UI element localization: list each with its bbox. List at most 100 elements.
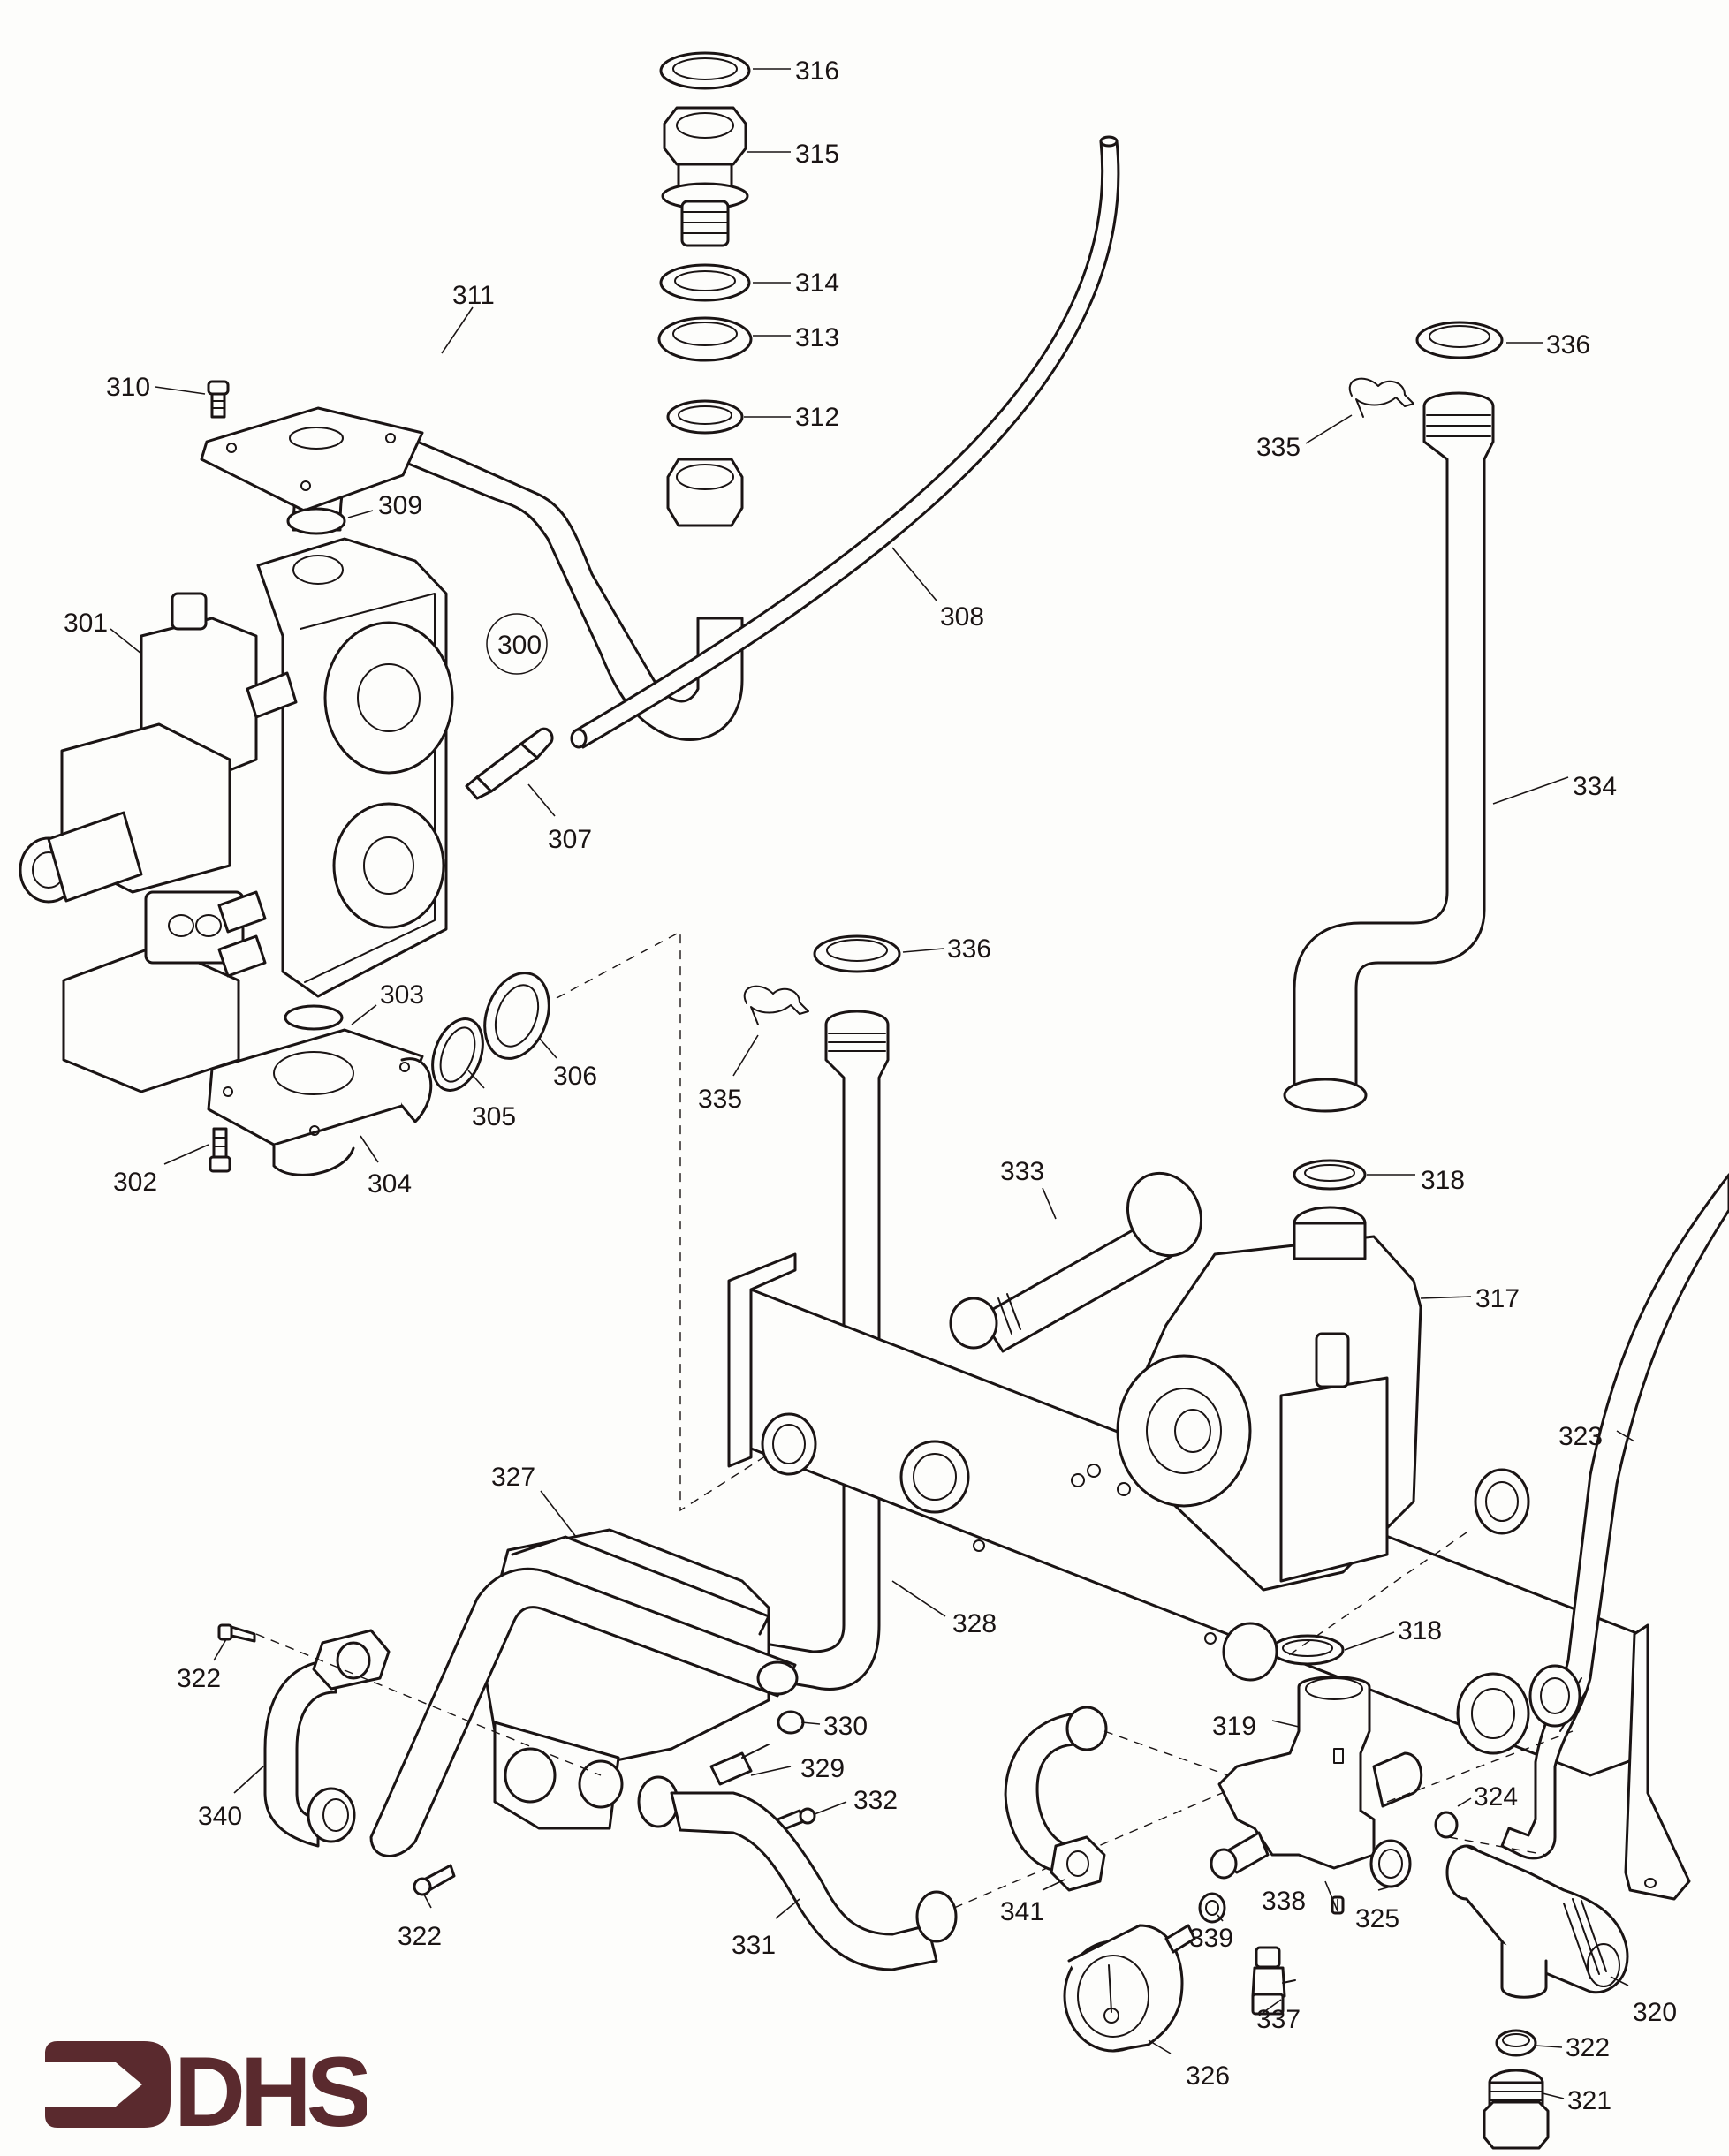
part-314-washer: [659, 263, 751, 302]
label-322a: 322: [177, 1664, 221, 1693]
part-334-flow-pipe: [1283, 391, 1495, 1113]
label-322b: 322: [398, 1922, 442, 1951]
part-337-drain-valve: [1251, 1946, 1296, 2016]
part-322b-screw: [413, 1864, 456, 1896]
assembly-line: [1103, 1730, 1229, 1776]
label-314: 314: [795, 269, 839, 298]
label-335a: 335: [698, 1085, 742, 1114]
label-307: 307: [548, 825, 592, 854]
part-307-nipple: [465, 727, 554, 800]
label-318a: 318: [1421, 1166, 1465, 1195]
part-303-o-ring: [284, 1004, 344, 1031]
label-304: 304: [368, 1169, 412, 1199]
part-313-nut: [657, 316, 753, 362]
assembly-line: [556, 930, 778, 1512]
label-309: 309: [378, 491, 422, 520]
label-323: 323: [1558, 1422, 1603, 1451]
part-322a-screw: [217, 1623, 256, 1643]
label-334: 334: [1573, 772, 1617, 801]
part-302-screw: [209, 1127, 231, 1173]
part-labels: 316 315 314 313 312 311 310 309 308 301 …: [64, 57, 1677, 2115]
part-308-tube: [570, 135, 1120, 749]
label-317: 317: [1475, 1284, 1520, 1313]
label-308: 308: [940, 602, 984, 632]
label-324: 324: [1474, 1782, 1518, 1812]
part-330-o-ring: [777, 1710, 805, 1735]
label-303: 303: [380, 980, 424, 1010]
label-335b: 335: [1256, 433, 1301, 462]
assembly-line: [1386, 1730, 1574, 1803]
label-306: 306: [553, 1062, 597, 1091]
part-336b-nut: [1415, 321, 1504, 359]
label-341: 341: [1000, 1897, 1044, 1926]
part-335a-clip: [743, 985, 809, 1025]
label-321: 321: [1567, 2086, 1611, 2115]
part-325-washer: [1369, 1839, 1412, 1888]
label-312: 312: [795, 403, 839, 432]
assembly-line: [255, 1633, 602, 1776]
logo-text: DHS: [174, 2037, 367, 2133]
part-306-nut: [483, 972, 550, 1060]
part-326-pressure-gauge: [1063, 1924, 1196, 2053]
label-318b: 318: [1398, 1616, 1442, 1645]
part-327-diverter-valve: [369, 1528, 799, 1857]
leader-lines: [110, 68, 1635, 2099]
label-319: 319: [1212, 1712, 1256, 1741]
part-301-gas-valve: [19, 537, 454, 1093]
assembly-ref-label: 300: [497, 631, 542, 660]
label-337: 337: [1256, 2005, 1301, 2034]
label-302: 302: [113, 1168, 157, 1197]
label-322c: 322: [1566, 2033, 1610, 2062]
part-321-plug: [1483, 2069, 1550, 2150]
part-bracket-rail: [727, 1252, 1641, 1777]
label-327: 327: [491, 1463, 535, 1492]
part-315-union-fitting: [661, 106, 749, 247]
dhs-logo: DHS: [45, 2037, 367, 2133]
label-331: 331: [732, 1931, 776, 1960]
label-325: 325: [1355, 1904, 1399, 1933]
part-322c-washer: [1495, 2029, 1537, 2057]
assembly-ref-300: [486, 613, 548, 675]
label-315: 315: [795, 140, 839, 169]
part-329-sensor: [709, 1744, 770, 1786]
label-336a: 336: [947, 934, 991, 964]
part-336a-nut: [813, 934, 901, 973]
part-331-pipe: [637, 1775, 958, 1971]
part-309-o-ring: [286, 507, 346, 535]
part-333-pipe-connector: [949, 1171, 1203, 1353]
part-340-pipe: [263, 1629, 391, 1848]
part-310-screw: [207, 380, 230, 419]
part-312-washer: [666, 399, 744, 435]
part-328-pipe: [758, 1010, 890, 1691]
logo-arrow-icon: [45, 2041, 171, 2128]
label-340: 340: [198, 1802, 242, 1831]
part-319-manifold: [1210, 1676, 1423, 1880]
label-311: 311: [452, 281, 495, 310]
part-flange-plate: [200, 406, 424, 512]
label-320: 320: [1633, 1998, 1677, 2027]
part-335b-clip: [1348, 377, 1414, 418]
label-326: 326: [1186, 2061, 1230, 2091]
label-328: 328: [952, 1609, 997, 1638]
label-329: 329: [800, 1754, 845, 1783]
part-339-washer: [1198, 1892, 1226, 1924]
label-313: 313: [795, 323, 839, 352]
part-320-pressure-relief-valve: [1445, 1844, 1629, 1999]
part-315b-union-nut: [666, 458, 744, 527]
label-338: 338: [1262, 1887, 1306, 1916]
label-333: 333: [1000, 1157, 1044, 1186]
part-318b-washer: [1270, 1634, 1345, 1666]
label-330: 330: [823, 1712, 868, 1741]
part-341-pipe: [1004, 1706, 1108, 1892]
label-301: 301: [64, 609, 108, 638]
part-bracket-leg: [1624, 1623, 1691, 1901]
part-ring-seat: [1222, 1622, 1278, 1682]
label-339: 339: [1189, 1924, 1233, 1953]
label-332: 332: [853, 1786, 898, 1815]
label-316: 316: [795, 57, 839, 86]
label-305: 305: [472, 1102, 516, 1131]
part-manifold-nut: [1456, 1664, 1581, 1755]
assembly-line: [1448, 1836, 1547, 1856]
label-310: 310: [106, 373, 150, 402]
